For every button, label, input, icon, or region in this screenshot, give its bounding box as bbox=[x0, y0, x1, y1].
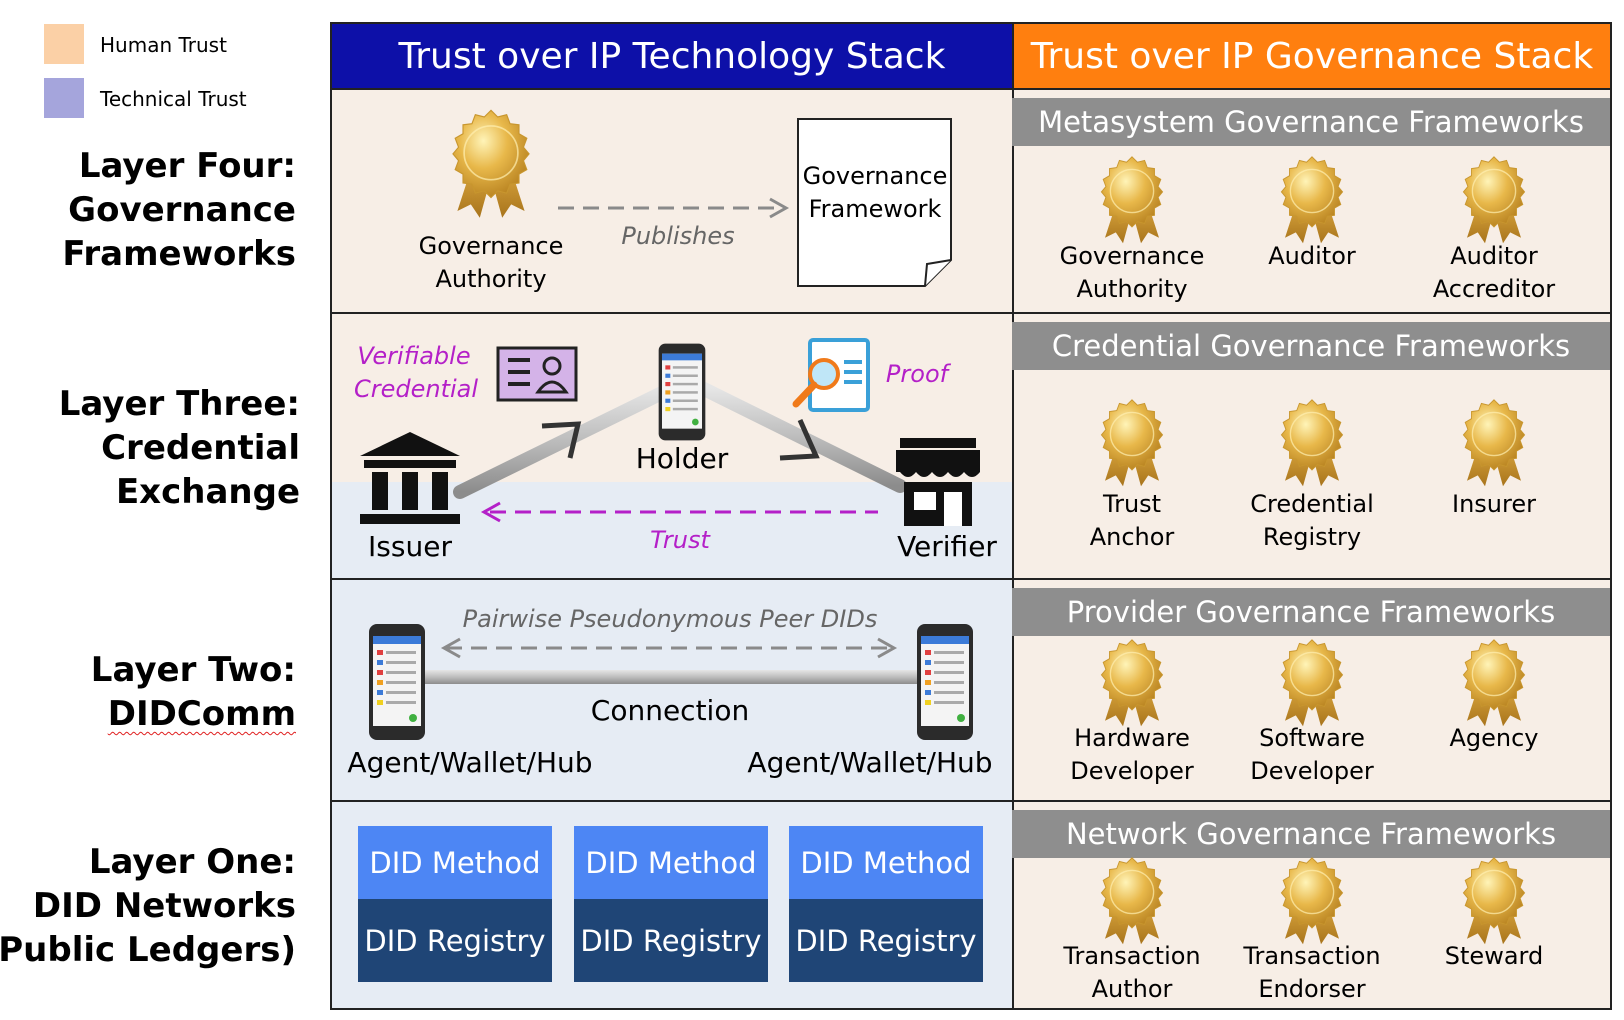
gov-section2-title: Credential Governance Frameworks bbox=[1012, 322, 1610, 370]
medal-icon bbox=[1100, 156, 1164, 244]
medal-icon bbox=[1280, 399, 1344, 487]
proof-document-icon bbox=[792, 338, 870, 412]
gov-section4-title: Network Governance Frameworks bbox=[1012, 810, 1610, 858]
role-steward: Steward bbox=[1444, 942, 1544, 970]
credential-card-icon bbox=[496, 346, 578, 402]
proof-label: Proof bbox=[885, 360, 949, 388]
connection-label: Connection bbox=[590, 694, 750, 727]
left-agent-phone-icon bbox=[369, 624, 425, 740]
layer-two-label: Layer Two:DIDComm bbox=[90, 650, 296, 734]
did-registry-block-1: DID Registry bbox=[358, 899, 552, 982]
role-insurer: Insurer bbox=[1452, 490, 1536, 518]
did-registry-block-3: DID Registry bbox=[789, 899, 983, 982]
peer-dids-arrow bbox=[440, 637, 898, 659]
holder-phone-icon bbox=[658, 343, 706, 441]
left-agent-label: Agent/Wallet/Hub bbox=[347, 746, 593, 779]
medal-icon bbox=[1462, 857, 1526, 945]
legend-swatch-human bbox=[44, 24, 84, 64]
gov-stack-header: Trust over IP Governance Stack bbox=[1012, 22, 1612, 90]
verifier-store-icon bbox=[896, 438, 980, 526]
document-icon bbox=[797, 118, 952, 287]
medal-icon bbox=[1100, 857, 1164, 945]
did-registry-block-2: DID Registry bbox=[574, 899, 768, 982]
right-agent-phone-icon bbox=[917, 624, 973, 740]
issuer-bank-icon bbox=[360, 432, 460, 524]
exchange-pipes bbox=[453, 381, 907, 499]
medal-icon bbox=[1100, 399, 1164, 487]
role-auditor: Auditor bbox=[1268, 242, 1356, 270]
gov-section1-title: Metasystem Governance Frameworks bbox=[1012, 98, 1610, 146]
layer-one-label: Layer One:DID Networks(Public Ledgers) bbox=[0, 842, 296, 970]
peer-dids-label: Pairwise Pseudonymous Peer DIDs bbox=[462, 605, 878, 633]
tech-stack-header: Trust over IP Technology Stack bbox=[330, 22, 1014, 90]
medal-icon bbox=[1462, 399, 1526, 487]
legend-label-technical: Technical Trust bbox=[100, 87, 247, 111]
gov-section3-title: Provider Governance Frameworks bbox=[1012, 588, 1610, 636]
publishes-label: Publishes bbox=[621, 222, 735, 250]
medal-icon bbox=[452, 109, 530, 219]
medal-icon bbox=[1462, 156, 1526, 244]
medal-icon bbox=[1100, 639, 1164, 727]
medal-icon bbox=[1280, 639, 1344, 727]
legend-label-human: Human Trust bbox=[100, 33, 227, 57]
medal-icon bbox=[1280, 156, 1344, 244]
trust-arrow bbox=[480, 501, 878, 523]
connection-pipe bbox=[420, 670, 920, 684]
verifier-label: Verifier bbox=[897, 530, 997, 563]
didcomm-misspelling: DIDComm bbox=[107, 694, 296, 734]
did-method-block-2: DID Method bbox=[574, 826, 768, 899]
did-method-block-3: DID Method bbox=[789, 826, 983, 899]
issuer-label: Issuer bbox=[368, 530, 452, 563]
role-agency: Agency bbox=[1449, 724, 1539, 752]
did-method-block-1: DID Method bbox=[358, 826, 552, 899]
medal-icon bbox=[1280, 857, 1344, 945]
holder-label: Holder bbox=[635, 442, 729, 475]
right-agent-label: Agent/Wallet/Hub bbox=[747, 746, 993, 779]
trust-label: Trust bbox=[650, 526, 710, 554]
legend-swatch-technical bbox=[44, 78, 84, 118]
medal-icon bbox=[1462, 639, 1526, 727]
publishes-arrow bbox=[558, 197, 790, 219]
